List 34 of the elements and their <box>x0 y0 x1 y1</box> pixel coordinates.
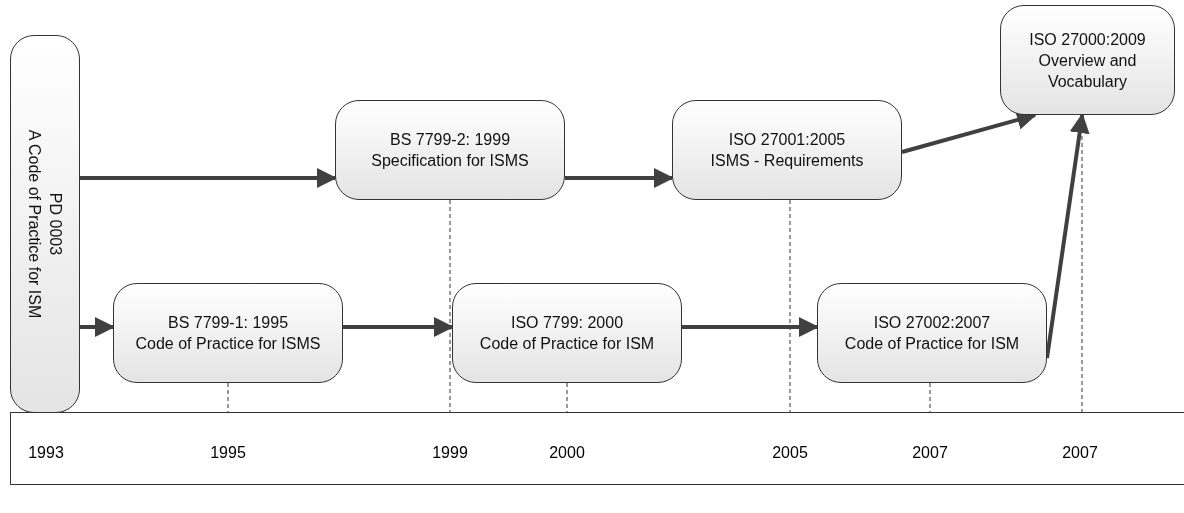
standard-label: Code of Practice for ISM <box>844 334 1020 354</box>
year-label: 1993 <box>28 444 64 462</box>
year-label: 2007 <box>1062 444 1098 462</box>
standard-label: ISO 7799: 2000 <box>510 313 624 333</box>
standard-label: Code of Practice for ISM <box>479 334 655 354</box>
year-label: 1999 <box>432 444 468 462</box>
standard-box <box>817 283 1047 383</box>
standard-box <box>10 35 80 413</box>
arrow <box>80 168 337 188</box>
standard-label: ISO 27001:2005 <box>728 130 846 150</box>
standard-label: A Code of Practice for ISM <box>25 129 44 319</box>
year-label: 2000 <box>549 444 585 462</box>
arrow <box>343 317 454 337</box>
standard-box <box>1000 5 1175 115</box>
arrow <box>682 317 819 337</box>
standard-label: Overview and Vocabulary <box>1037 50 1138 92</box>
standard-label: BS 7799-2: 1999 <box>389 130 511 150</box>
arrow <box>80 317 115 337</box>
year-label: 2005 <box>772 444 808 462</box>
standard-box <box>672 100 902 200</box>
standard-label: Specification for ISMS <box>371 151 529 171</box>
year-label: 1995 <box>210 444 246 462</box>
standard-label: PD 0003 <box>46 192 65 256</box>
year-label: 2007 <box>912 444 948 462</box>
standard-label: ISO 27000:2009 <box>1029 29 1146 50</box>
arrow <box>565 168 674 188</box>
standard-label: ISO 27002:2007 <box>873 313 991 333</box>
standard-box <box>452 283 682 383</box>
standard-box <box>113 283 343 383</box>
standard-box <box>335 100 565 200</box>
standard-label: Code of Practice for ISMS <box>135 334 321 354</box>
standard-label: ISMS - Requirements <box>710 151 864 171</box>
standard-label: BS 7799-1: 1995 <box>167 313 289 333</box>
arrow <box>1045 113 1090 359</box>
